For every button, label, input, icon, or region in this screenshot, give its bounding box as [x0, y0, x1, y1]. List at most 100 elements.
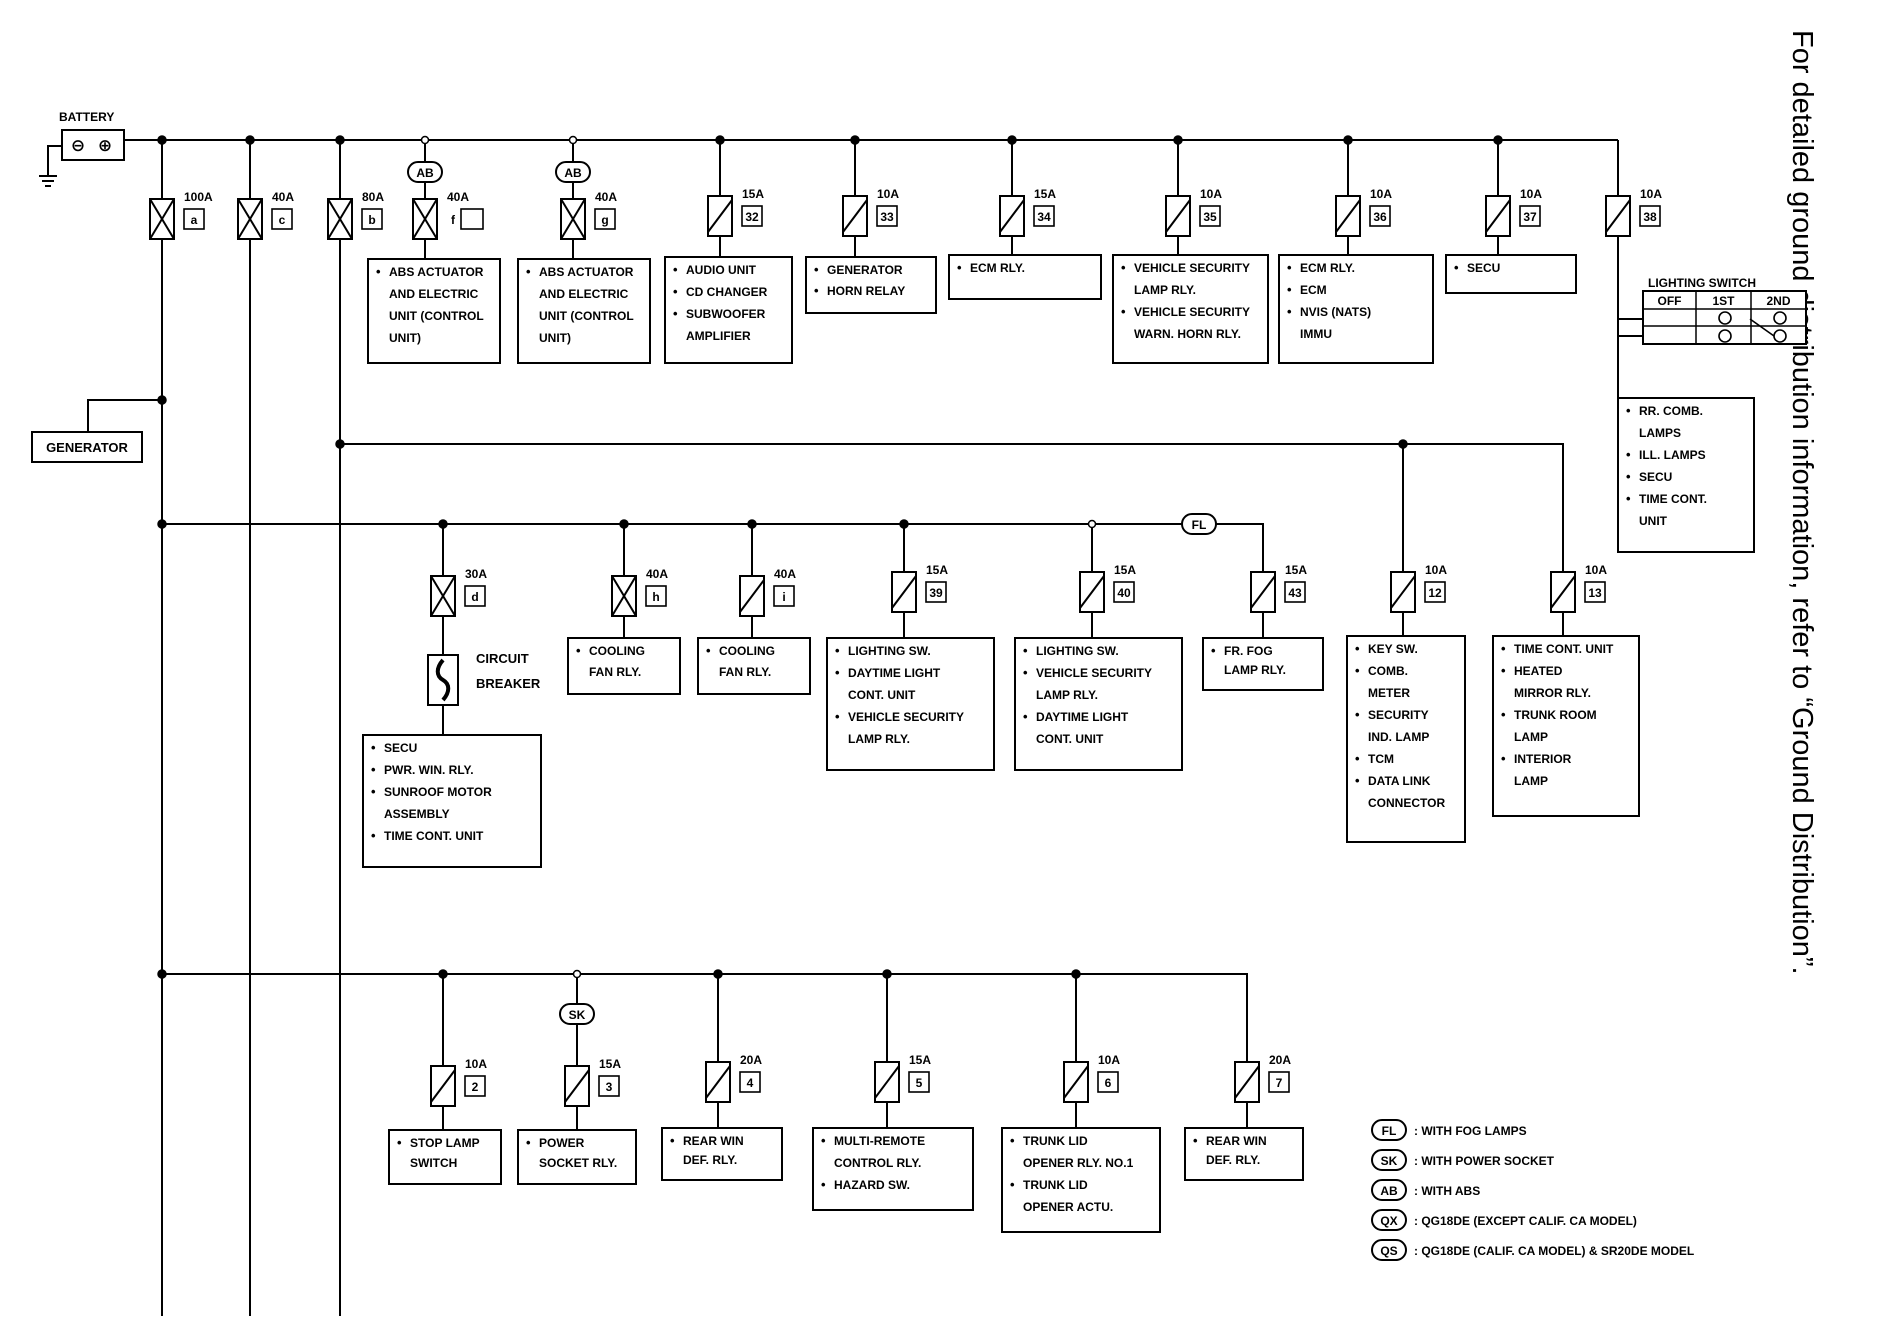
load-box-f33: •GENERATOR•HORN RELAY	[805, 256, 937, 314]
bullet: •	[1355, 751, 1360, 766]
fuse-rating-c: 40A	[272, 190, 294, 204]
load-item: HORN RELAY	[827, 284, 905, 298]
bullet: •	[1355, 773, 1360, 788]
bullet: •	[1626, 403, 1631, 418]
bullet: •	[1193, 1133, 1198, 1148]
fuse-id-f2: 2	[472, 1080, 479, 1094]
bullet: •	[673, 306, 678, 321]
option-tag-power-socket-label: SK	[569, 1008, 586, 1022]
bullet: •	[1287, 282, 1292, 297]
bullet: •	[835, 709, 840, 724]
battery: BATTERY⊖⊕	[59, 110, 125, 161]
load-item: UNIT (CONTROL	[539, 309, 634, 323]
fuse-id-f38: 38	[1643, 210, 1657, 224]
load-item: GENERATOR	[827, 263, 903, 277]
option-junction	[568, 135, 578, 145]
bullet: •	[1287, 260, 1292, 275]
fuse-rating-a: 100A	[184, 190, 213, 204]
bullet: •	[835, 665, 840, 680]
load-item: SOCKET RLY.	[539, 1156, 617, 1170]
bullet: •	[1626, 447, 1631, 462]
load-item: TIME CONT. UNIT	[384, 829, 484, 843]
junction-dot	[245, 135, 255, 145]
legend-text: : QG18DE (CALIF. CA MODEL) & SR20DE MODE…	[1414, 1244, 1694, 1258]
fuse-id-d: d	[471, 590, 478, 604]
bullet: •	[376, 264, 381, 279]
junction-dot	[335, 135, 345, 145]
fuse-id-a: a	[191, 213, 198, 227]
bullet: •	[1010, 1177, 1015, 1192]
bullet: •	[1023, 643, 1028, 658]
circuit-breaker-label-1: CIRCUIT	[476, 651, 529, 666]
fuse-rating-f2: 10A	[465, 1057, 487, 1071]
fuse-rating-f5: 15A	[909, 1053, 931, 1067]
bullet: •	[1501, 707, 1506, 722]
load-item: SECURITY	[1368, 708, 1429, 722]
fuse-id-f5: 5	[916, 1076, 923, 1090]
fuse-id-f39: 39	[929, 586, 943, 600]
load-item: LAMP RLY.	[848, 732, 910, 746]
load-item: UNIT	[1639, 514, 1668, 528]
fuse-rating-f36: 10A	[1370, 187, 1392, 201]
load-item: SWITCH	[410, 1156, 457, 1170]
fuse-id-f35: 35	[1203, 210, 1217, 224]
junction-dot	[1343, 135, 1353, 145]
load-item: DEF. RLY.	[683, 1153, 737, 1167]
junction-dot	[1173, 135, 1183, 145]
load-box-f32: •AUDIO UNIT•CD CHANGER•SUBWOOFERAMPLIFIE…	[664, 256, 793, 364]
load-item: ABS ACTUATOR	[539, 265, 634, 279]
bullet: •	[1355, 663, 1360, 678]
load-item: REAR WIN	[1206, 1134, 1267, 1148]
fuse-rating-f7: 20A	[1269, 1053, 1291, 1067]
load-item: LAMP	[1514, 774, 1548, 788]
fuse-rating-f33: 10A	[877, 187, 899, 201]
load-item: COOLING	[719, 644, 775, 658]
junction-dot	[715, 135, 725, 145]
load-item: LAMP RLY.	[1134, 283, 1196, 297]
legend-text: : WITH POWER SOCKET	[1414, 1154, 1555, 1168]
load-item: TRUNK LID	[1023, 1178, 1088, 1192]
load-item: SECU	[384, 741, 417, 755]
bullet: •	[576, 643, 581, 658]
load-item: VEHICLE SECURITY	[1134, 261, 1250, 275]
bullet: •	[526, 1135, 531, 1150]
load-item: NVIS (NATS)	[1300, 305, 1371, 319]
bullet: •	[814, 283, 819, 298]
bullet: •	[1211, 643, 1216, 658]
load-box-d: •SECU•PWR. WIN. RLY.•SUNROOF MOTORASSEMB…	[362, 734, 542, 868]
load-item: AUDIO UNIT	[686, 263, 757, 277]
option-tag-abs: AB	[407, 161, 443, 183]
load-box-f3: • POWER SOCKET RLY.	[517, 1129, 637, 1185]
circuit-breaker-label-2: BREAKER	[476, 676, 541, 691]
fuse-f2: 10A 2	[430, 1057, 487, 1107]
bullet: •	[1626, 491, 1631, 506]
junction-dot	[335, 439, 345, 449]
load-item: INTERIOR	[1514, 752, 1572, 766]
junction-dot	[1398, 439, 1408, 449]
junction-dot	[157, 969, 167, 979]
load-item: HAZARD SW.	[834, 1178, 910, 1192]
junction-dot	[713, 969, 723, 979]
load-item: DEF. RLY.	[1206, 1153, 1260, 1167]
load-item: UNIT (CONTROL	[389, 309, 484, 323]
battery-label: BATTERY	[59, 110, 114, 124]
junction-dot	[882, 969, 892, 979]
load-item: AMPLIFIER	[686, 329, 751, 343]
battery-plus-terminal: ⊕	[98, 136, 112, 155]
load-item: TRUNK LID	[1023, 1134, 1088, 1148]
fuse-id-f32: 32	[745, 210, 759, 224]
load-item: POWER	[539, 1136, 585, 1150]
legend-item: AB: WITH ABS	[1371, 1179, 1480, 1201]
junction-dot	[438, 969, 448, 979]
fuse-id-c: c	[279, 213, 286, 227]
load-item: ABS ACTUATOR	[389, 265, 484, 279]
fuse-id-f40: 40	[1117, 586, 1131, 600]
